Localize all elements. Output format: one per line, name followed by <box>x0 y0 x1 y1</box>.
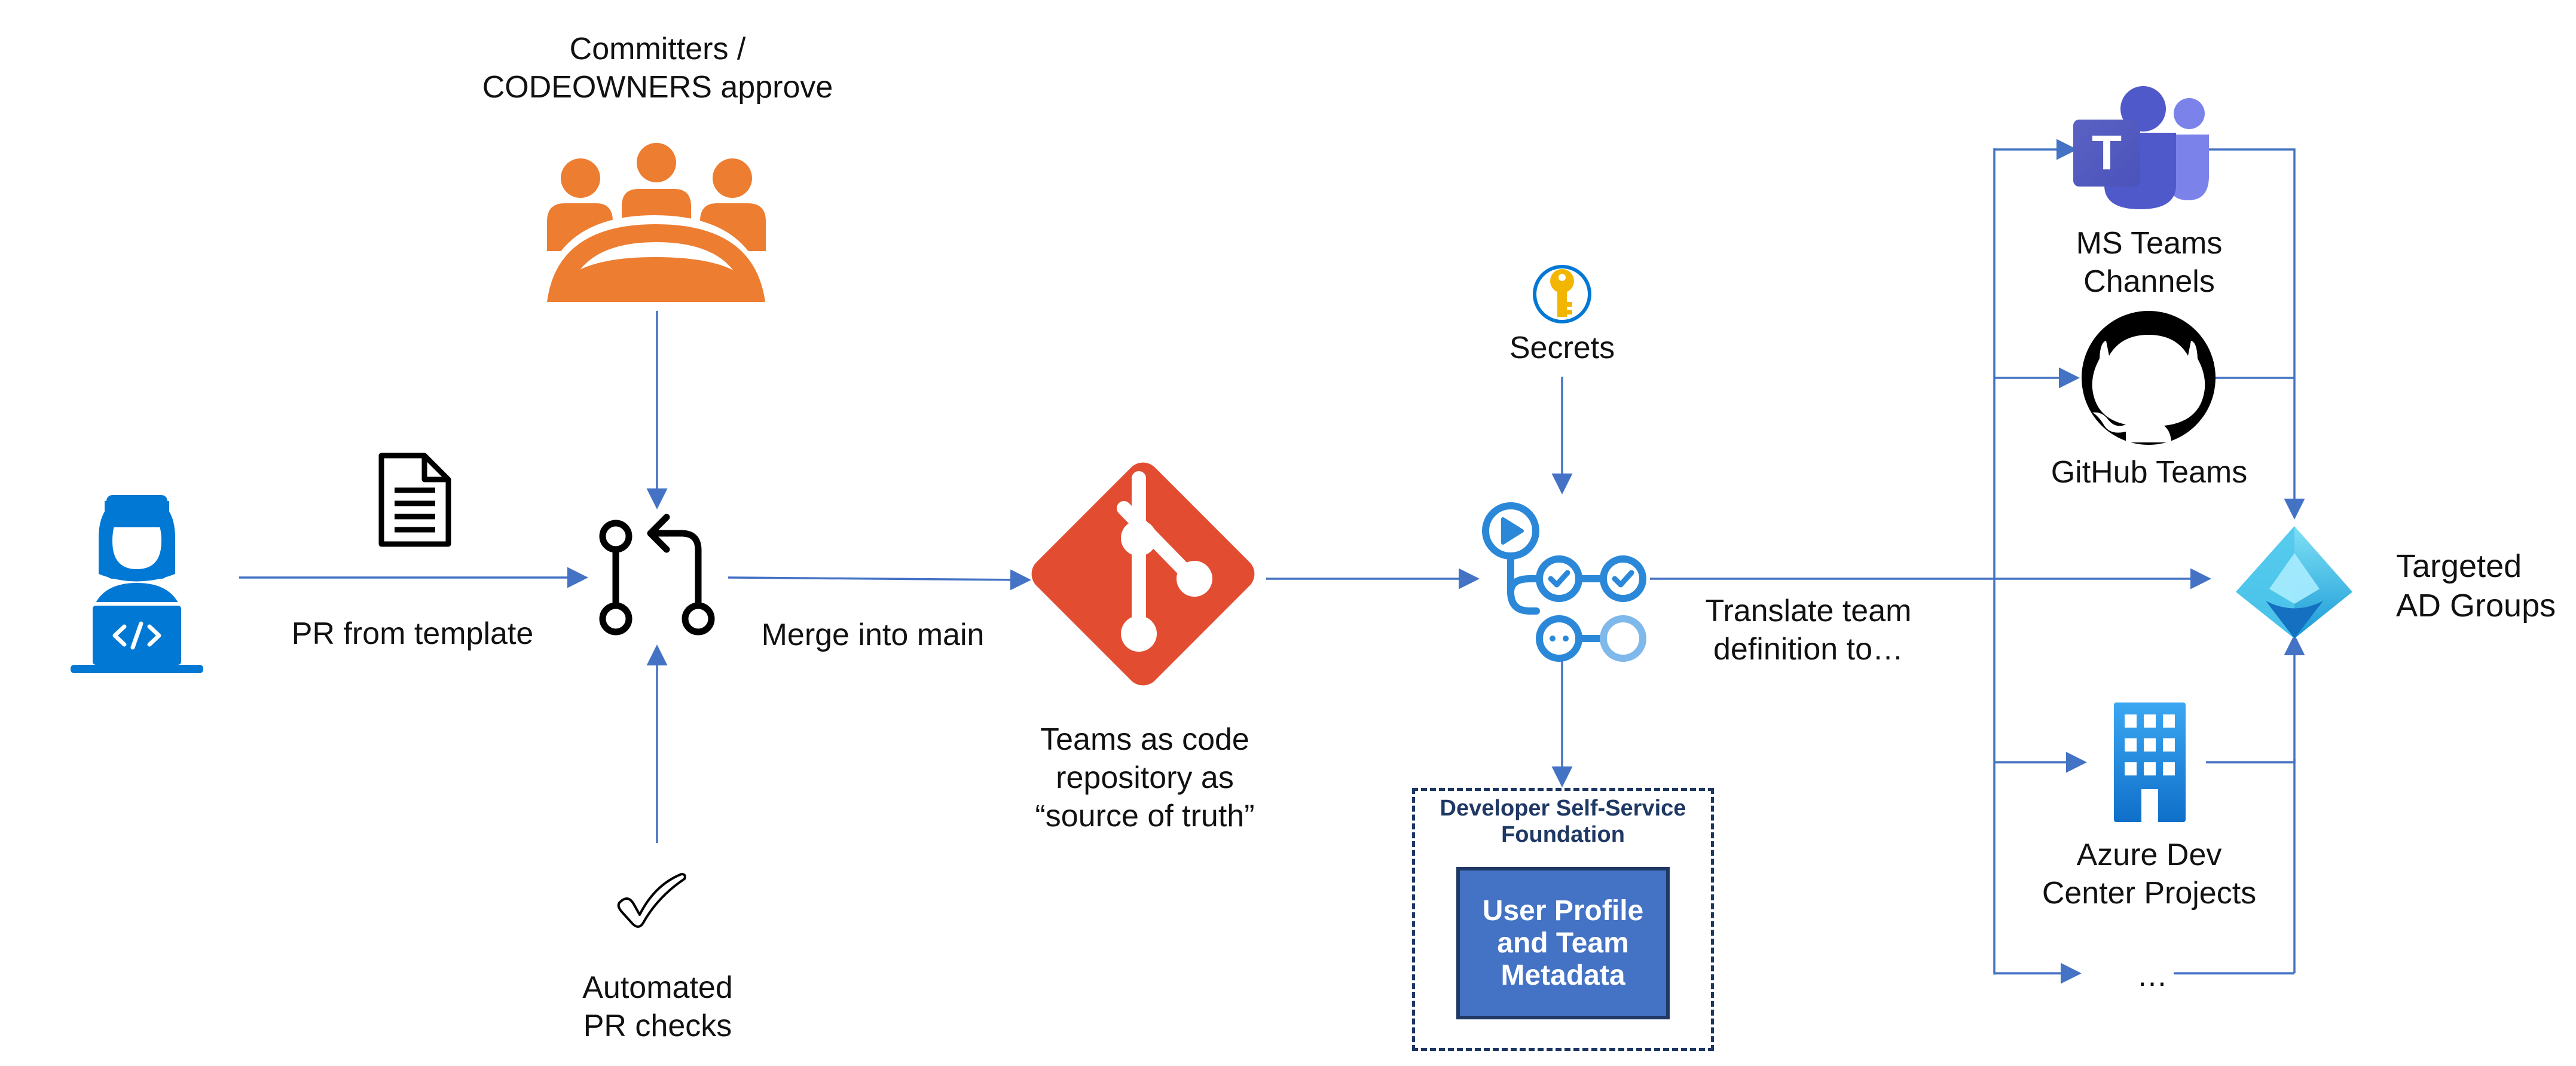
teams-icon-letter: T <box>2092 126 2122 180</box>
github-teams-label: GitHub Teams <box>2051 455 2248 490</box>
merge-label: Merge into main <box>761 618 985 652</box>
foundation-box <box>1412 788 1714 1051</box>
ellipsis-label: … <box>2137 958 2168 993</box>
arrow-azure-to-ad <box>2206 634 2305 763</box>
azure-ad-icon <box>2236 526 2352 639</box>
building-icon <box>2114 702 2186 822</box>
pr-from-template-label: PR from template <box>291 616 534 651</box>
github-icon <box>2082 311 2216 445</box>
profile-metadata-box: User Profile and Team Metadata <box>1456 867 1670 1019</box>
repo-label: Teams as code repository as “source of t… <box>1035 722 1255 833</box>
foundation-title: Developer Self-Service Foundation <box>1440 796 1686 847</box>
ms-teams-icon: T <box>2073 86 2209 209</box>
key-icon <box>1533 265 1591 323</box>
automated-checks-label: Automated PR checks <box>582 970 733 1043</box>
checkmark-icon <box>617 873 686 928</box>
document-icon <box>378 453 451 547</box>
people-icon <box>541 143 768 302</box>
connectors <box>239 139 2305 984</box>
github-actions-icon <box>1482 502 1646 662</box>
approvers-label: Committers / CODEOWNERS approve <box>482 32 833 105</box>
developer-icon <box>71 495 203 673</box>
secrets-label: Secrets <box>1509 331 1615 365</box>
profile-metadata-label: User Profile and Team Metadata <box>1482 894 1644 991</box>
arrow-pr-to-repo <box>728 569 1031 591</box>
azure-dev-center-label: Azure Dev Center Projects <box>2042 838 2257 911</box>
arrow-teams-to-ad <box>2200 148 2305 520</box>
ms-teams-label: MS Teams Channels <box>2076 226 2223 299</box>
targeted-ad-label: Targeted AD Groups <box>2396 548 2556 624</box>
git-icon <box>1031 462 1255 686</box>
pull-request-icon <box>599 514 715 636</box>
translate-label: Translate team definition to… <box>1705 594 1912 667</box>
